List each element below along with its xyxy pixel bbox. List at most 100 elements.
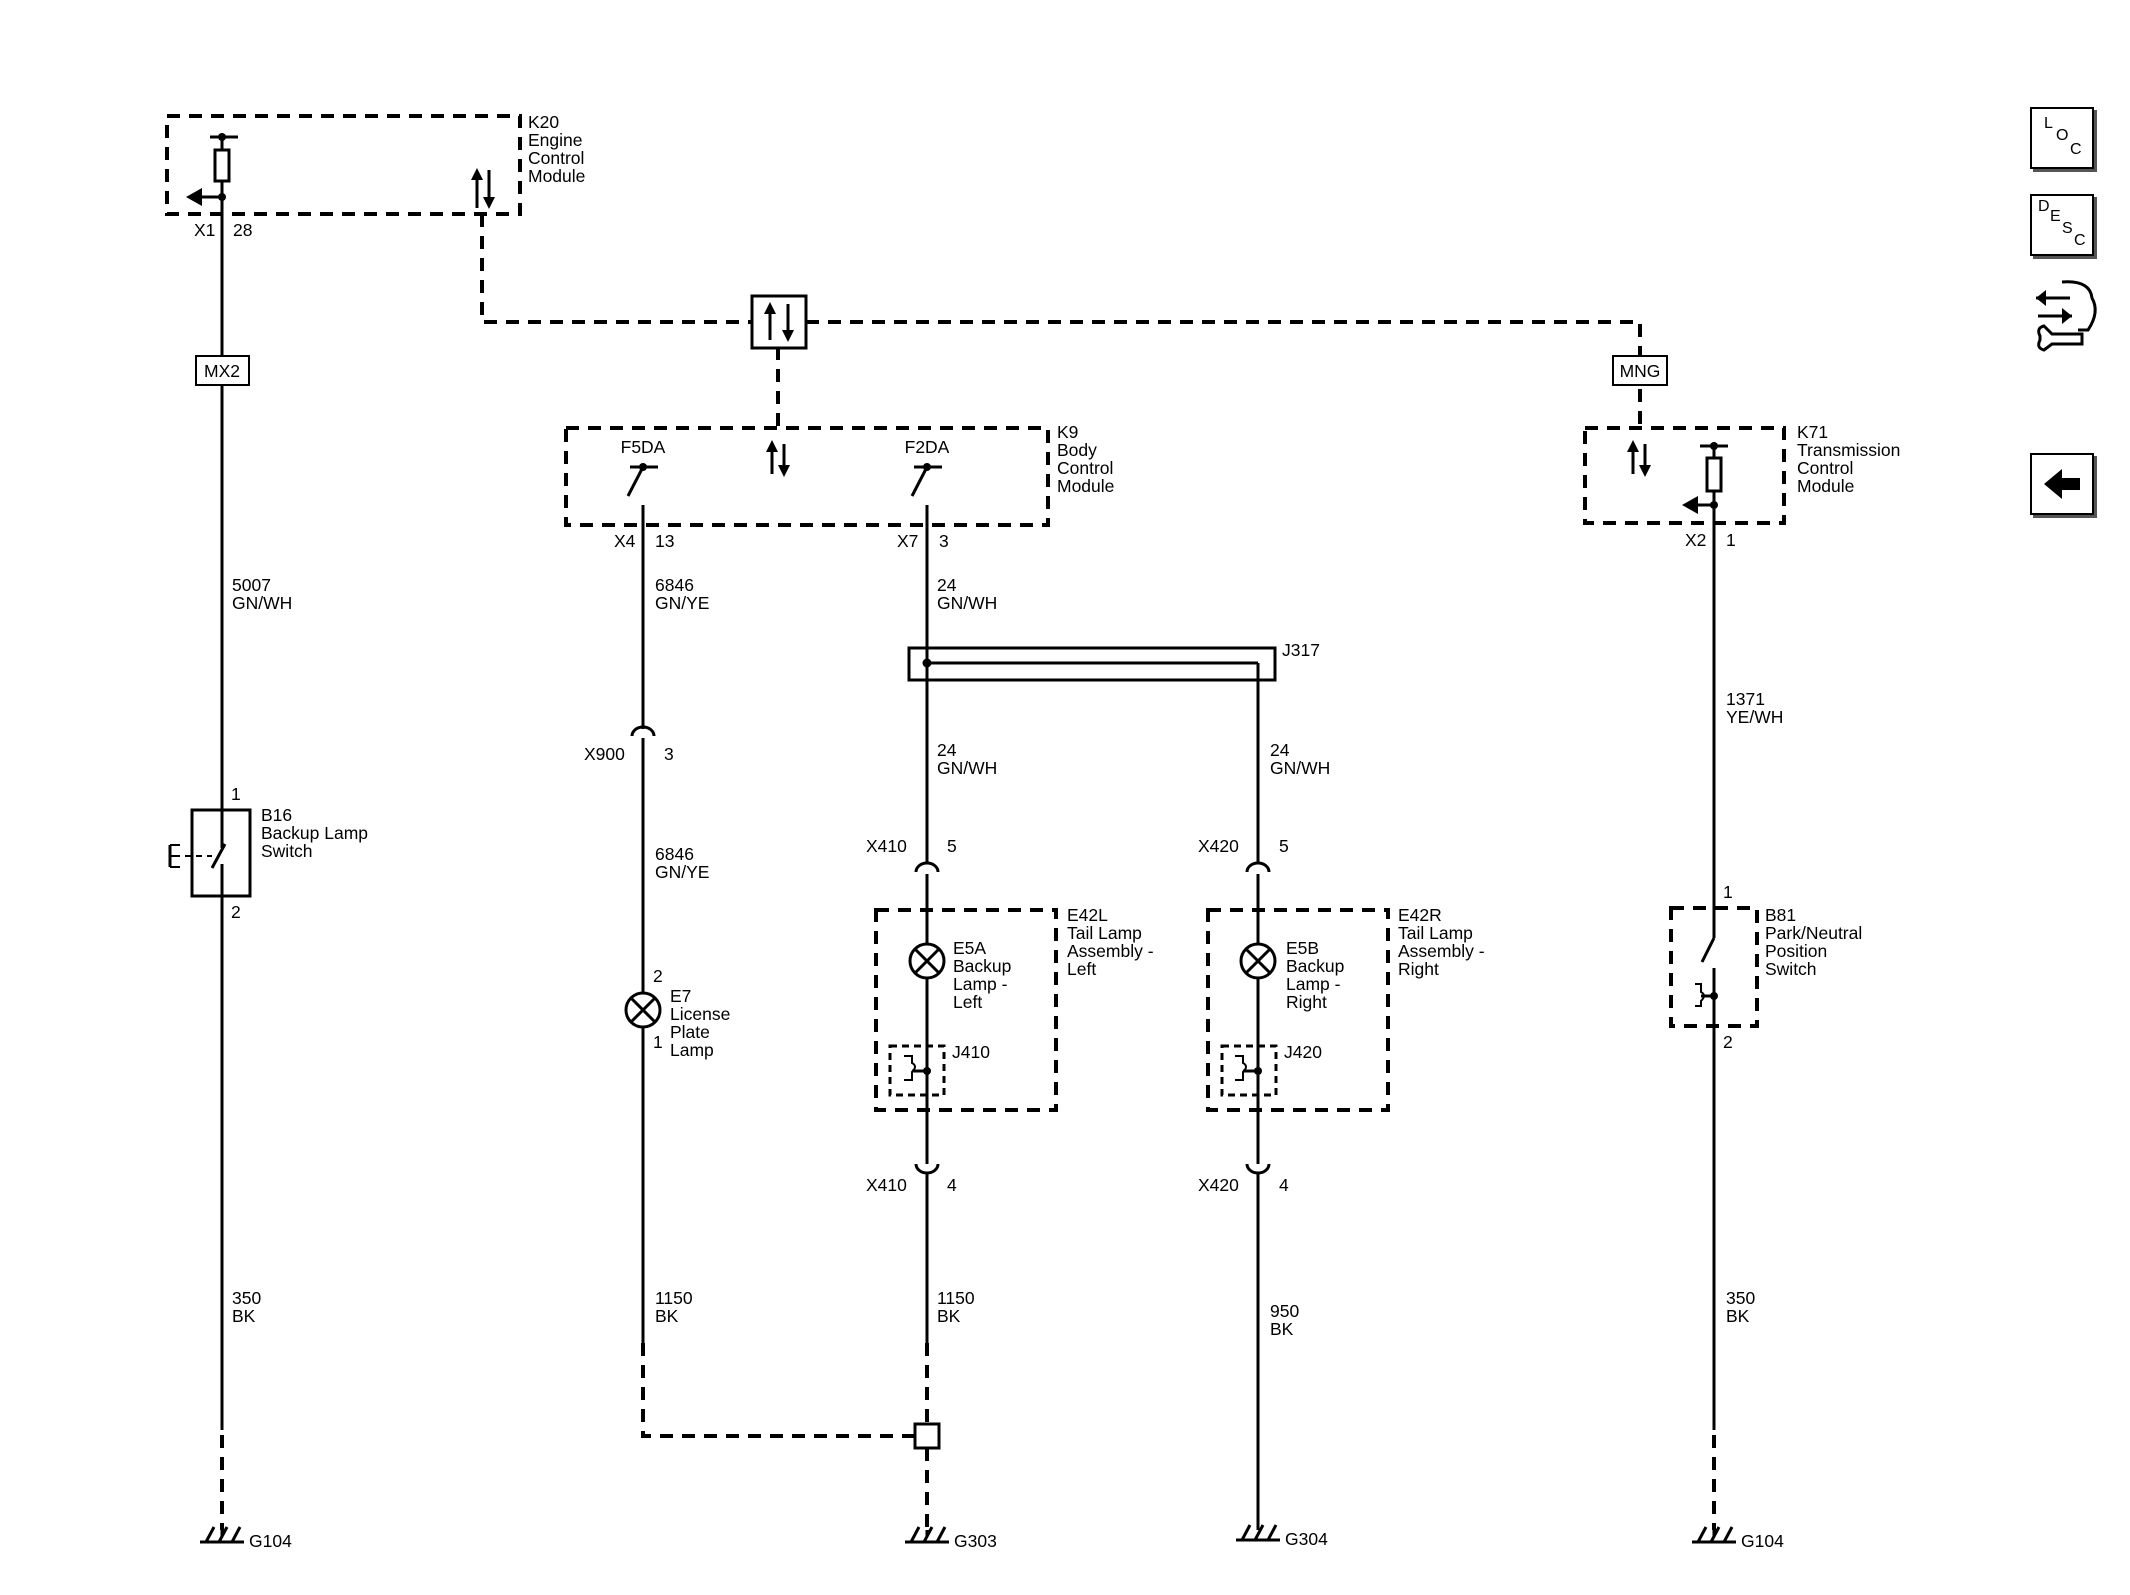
e5b-name-2: Lamp - bbox=[1286, 974, 1341, 994]
svg-text:MNG: MNG bbox=[1620, 361, 1661, 381]
serial-data-bus[interactable] bbox=[480, 214, 1642, 428]
b81-pin-top: 1 bbox=[1723, 882, 1733, 902]
e5b-ref: E5B bbox=[1286, 938, 1319, 958]
k71-ref: K71 bbox=[1797, 422, 1828, 442]
wire-24-right-color: GN/WH bbox=[1270, 758, 1330, 778]
b81-park-neutral-position-switch[interactable]: 1 2 B81 Park/Neutral Position Switch bbox=[1669, 882, 1862, 1052]
wire-950-color: BK bbox=[1270, 1319, 1294, 1339]
k71-name-3: Module bbox=[1797, 476, 1854, 496]
b81-name-2: Position bbox=[1765, 941, 1827, 961]
ground-g104-right[interactable]: G104 bbox=[1692, 1526, 1784, 1551]
wire-24-right-circuit: 24 bbox=[1270, 740, 1290, 760]
g303-label: G303 bbox=[954, 1531, 997, 1551]
ground-g304[interactable]: G304 bbox=[1236, 1524, 1328, 1549]
wire-1371-color: YE/WH bbox=[1726, 707, 1783, 727]
connector-x410-bottom[interactable]: X410 4 bbox=[866, 1146, 957, 1195]
j317-ref: J317 bbox=[1282, 640, 1320, 660]
wire-350-right-color: BK bbox=[1726, 1306, 1750, 1326]
arrow-left-icon bbox=[1682, 496, 1698, 514]
e5a-backup-lamp-left[interactable]: E5A Backup Lamp - Left bbox=[908, 938, 1011, 1012]
serial-data-arrows-icon bbox=[764, 302, 794, 342]
loc-letter-3: C bbox=[2070, 141, 2082, 158]
k20-name-2: Control bbox=[528, 148, 584, 168]
e7-license-plate-lamp[interactable]: 2 1 E7 License Plate Lamp bbox=[624, 966, 730, 1060]
back-arrow-icon[interactable] bbox=[2030, 453, 2094, 515]
k20-ref: K20 bbox=[528, 112, 559, 132]
wrench-arrows-icon[interactable] bbox=[2036, 280, 2097, 352]
k9-connector-x4: X4 bbox=[614, 531, 636, 551]
wire-350-left-color: BK bbox=[232, 1306, 256, 1326]
splice-j317[interactable]: J317 bbox=[907, 640, 1320, 682]
e7-name-2: Plate bbox=[670, 1022, 710, 1042]
g104-left-label: G104 bbox=[249, 1531, 292, 1551]
k71-transmission-control-module[interactable]: K71 Transmission Control Module X2 1 bbox=[1583, 422, 1900, 550]
serial-data-arrows-icon bbox=[1627, 440, 1651, 477]
j420-diode[interactable]: J420 bbox=[1220, 1042, 1322, 1097]
e7-name-1: License bbox=[670, 1004, 730, 1024]
e42l-ref: E42L bbox=[1067, 905, 1108, 925]
loc-letter-2: O bbox=[2056, 127, 2069, 144]
wire-6846-upper-circuit: 6846 bbox=[655, 575, 694, 595]
e42r-tail-lamp-assembly-right[interactable]: E5B Backup Lamp - Right J420 E42R Tail L… bbox=[1206, 892, 1485, 1146]
e42l-name-2: Assembly - bbox=[1067, 941, 1154, 961]
e5b-name-1: Backup bbox=[1286, 956, 1344, 976]
serial-label-mng: MNG bbox=[1612, 355, 1668, 386]
ground-junction[interactable] bbox=[913, 1422, 941, 1450]
k9-name-2: Control bbox=[1057, 458, 1113, 478]
b16-name-2: Switch bbox=[261, 841, 313, 861]
desc-letter-3: S bbox=[2062, 220, 2073, 237]
serial-label-mx2: MX2 bbox=[195, 355, 250, 386]
b16-pin-top: 1 bbox=[231, 784, 241, 804]
wire-24-left-color: GN/WH bbox=[937, 758, 997, 778]
back-arrow-glyph bbox=[2044, 469, 2080, 499]
j410-ref: J410 bbox=[952, 1042, 990, 1062]
wire-5007-color: GN/WH bbox=[232, 593, 292, 613]
k20-pin: 28 bbox=[233, 220, 252, 240]
description-icon[interactable]: D E S C bbox=[2030, 194, 2094, 256]
k20-name-3: Module bbox=[528, 166, 585, 186]
connector-x420-bottom[interactable]: X420 4 bbox=[1198, 1146, 1289, 1195]
connector-x420-top[interactable]: X420 5 bbox=[1198, 836, 1289, 892]
e42l-name-1: Tail Lamp bbox=[1067, 923, 1142, 943]
k20-name-1: Engine bbox=[528, 130, 583, 150]
e5a-name-1: Backup bbox=[953, 956, 1011, 976]
g104-right-label: G104 bbox=[1741, 1531, 1784, 1551]
k20-engine-control-module[interactable]: K20 Engine Control Module X1 28 bbox=[165, 112, 585, 240]
connector-x900[interactable]: X900 3 bbox=[584, 720, 674, 764]
x900-ref: X900 bbox=[584, 744, 625, 764]
connector-x410-top[interactable]: X410 5 bbox=[866, 836, 957, 892]
wire-24-upper-color: GN/WH bbox=[937, 593, 997, 613]
b16-pin-bottom: 2 bbox=[231, 902, 241, 922]
b81-name-3: Switch bbox=[1765, 959, 1817, 979]
desc-letter-4: C bbox=[2074, 232, 2086, 249]
wire-6846-upper-color: GN/YE bbox=[655, 593, 709, 613]
x420-bottom-ref: X420 bbox=[1198, 1175, 1239, 1195]
wire-24-upper-circuit: 24 bbox=[937, 575, 957, 595]
ground-g303[interactable]: G303 bbox=[905, 1526, 997, 1551]
x420-top-ref: X420 bbox=[1198, 836, 1239, 856]
wire-350-left-circuit: 350 bbox=[232, 1288, 261, 1308]
e42l-name-3: Left bbox=[1067, 959, 1096, 979]
k9-body-control-module[interactable]: F5DA F2DA K9 Body Control Module X4 13 X… bbox=[564, 422, 1114, 551]
e5a-name-2: Lamp - bbox=[953, 974, 1008, 994]
e42r-ref: E42R bbox=[1398, 905, 1442, 925]
serial-data-hub[interactable] bbox=[750, 294, 808, 350]
e5b-backup-lamp-right[interactable]: E5B Backup Lamp - Right bbox=[1239, 938, 1344, 1012]
k71-name-1: Transmission bbox=[1797, 440, 1900, 460]
j410-diode[interactable]: J410 bbox=[888, 1042, 990, 1097]
x410-bottom-ref: X410 bbox=[866, 1175, 907, 1195]
k71-pin: 1 bbox=[1726, 530, 1736, 550]
wire-1371-circuit: 1371 bbox=[1726, 689, 1765, 709]
x420-top-pin: 5 bbox=[1279, 836, 1289, 856]
b81-ref: B81 bbox=[1765, 905, 1796, 925]
j420-ref: J420 bbox=[1284, 1042, 1322, 1062]
e7-name-3: Lamp bbox=[670, 1040, 714, 1060]
e42l-tail-lamp-assembly-left[interactable]: E5A Backup Lamp - Left J410 E42L Tail La… bbox=[874, 892, 1154, 1146]
wire-1150-e7-circuit: 1150 bbox=[655, 1288, 693, 1308]
location-icon[interactable]: L O C bbox=[2030, 107, 2094, 169]
wire-5007-circuit: 5007 bbox=[232, 575, 271, 595]
b16-backup-lamp-switch[interactable]: 1 2 B16 Backup Lamp Switch bbox=[168, 784, 368, 922]
k9-pin-13: 13 bbox=[655, 531, 674, 551]
wire-350-right-circuit: 350 bbox=[1726, 1288, 1755, 1308]
ground-g104-left[interactable]: G104 bbox=[200, 1526, 292, 1551]
